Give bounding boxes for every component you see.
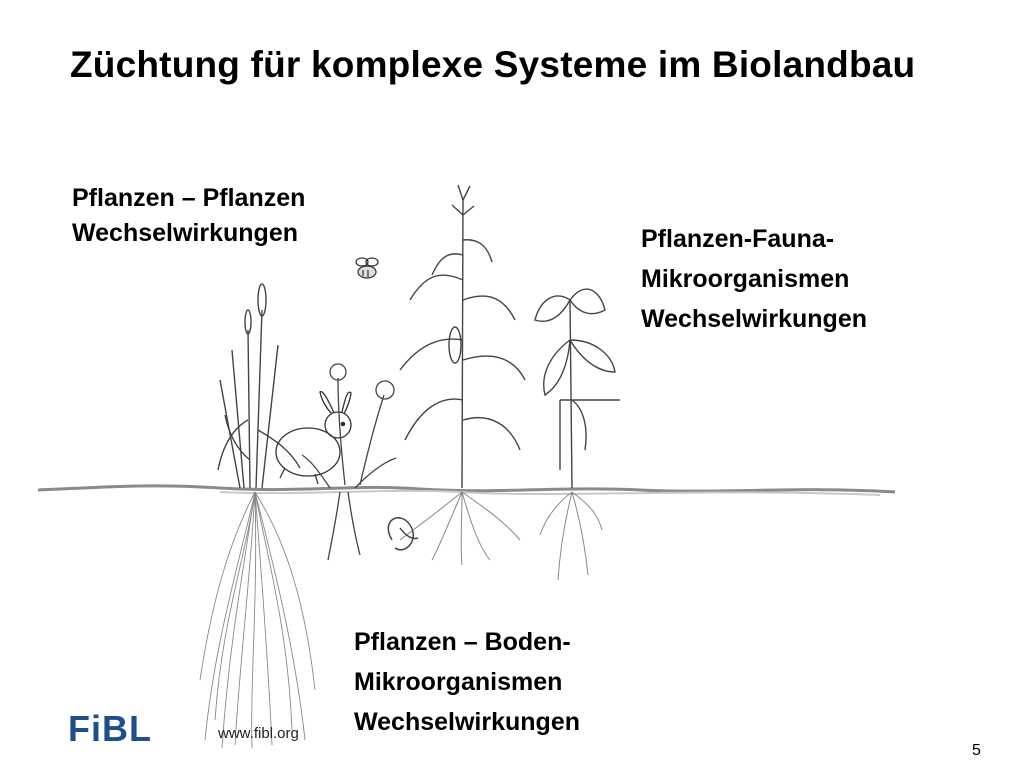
website-url[interactable]: www.fibl.org — [218, 725, 299, 742]
bean-plant — [534, 288, 620, 489]
wheat-roots — [199, 491, 316, 749]
label-plant-soil-interactions: Pflanzen – Boden- Mikroorganismen Wechse… — [354, 628, 580, 736]
bean-roots — [539, 491, 603, 581]
wheat-plant — [217, 283, 301, 489]
maize-plant — [399, 184, 526, 489]
dandelion — [301, 363, 397, 561]
soil-organism — [387, 517, 419, 551]
maize-roots — [399, 491, 521, 566]
rabbit — [275, 390, 352, 485]
page-number: 5 — [972, 742, 981, 759]
fibl-logo: FiBL — [68, 708, 152, 749]
ground-line — [37, 484, 896, 494]
label-plant-fauna-interactions: Pflanzen-Fauna- Mikroorganismen Wechselw… — [641, 225, 867, 333]
slide-title: Züchtung für komplexe Systeme im Bioland… — [70, 44, 916, 85]
bee — [355, 257, 379, 279]
label-plant-plant-interactions: Pflanzen – Pflanzen Wechselwirkungen — [72, 184, 306, 247]
